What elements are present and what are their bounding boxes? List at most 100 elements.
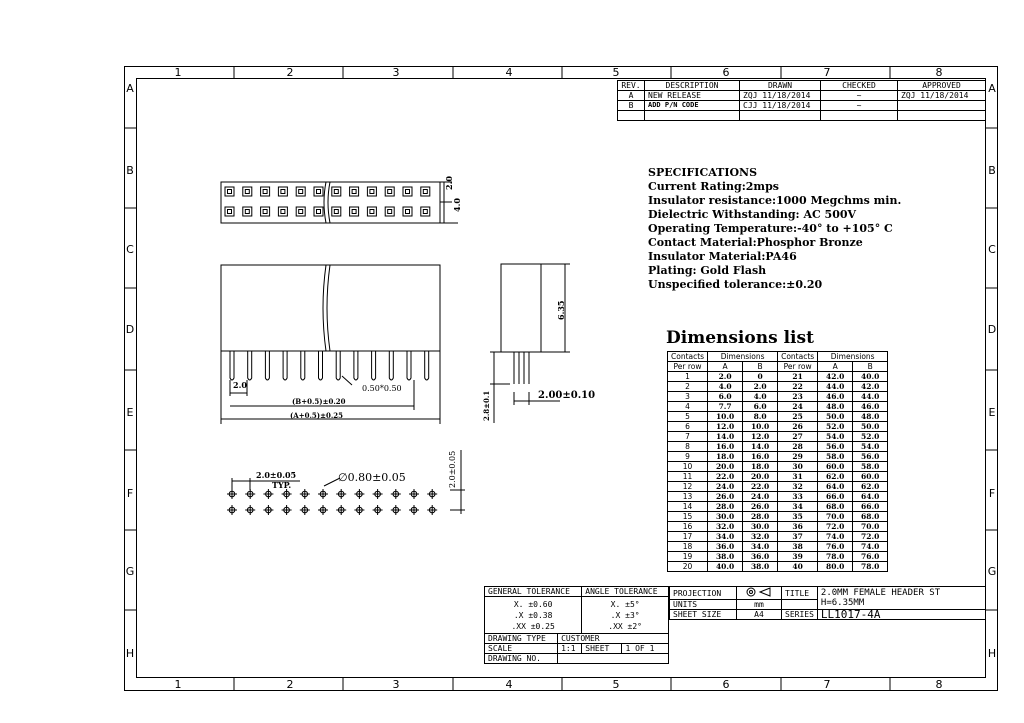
zone-col-6: 6 [722, 66, 730, 79]
title-block: PROJECTION TITLE 2.0MM FEMALE HEADER ST … [669, 586, 987, 620]
pad-outline [242, 186, 253, 197]
pad-outline [384, 206, 395, 217]
dimensions-list-title: Dimensions list [666, 328, 814, 348]
top-pitch-label: 2.0 [444, 176, 454, 190]
side-view [490, 263, 570, 423]
spec-line: Dielectric Withstanding: AC 500V [648, 208, 857, 221]
zone-row-a: A [126, 82, 134, 95]
series-label: SERIES [781, 609, 818, 620]
pad-outline [420, 186, 431, 197]
pad-contact [405, 189, 410, 194]
hole-pitch-label: 2.0±0.05 [256, 470, 297, 480]
pad-contact [316, 189, 321, 194]
units-value: mm [736, 599, 782, 610]
title-value: 2.0MM FEMALE HEADER ST H=6.35MM [816, 586, 987, 610]
pin-length-label: 2.8±0.1 [482, 390, 491, 421]
scale-label: SCALE [483, 643, 559, 654]
pad-outline [295, 206, 306, 217]
specifications-block: SPECIFICATIONS Current Rating:2mps Insul… [648, 166, 948, 292]
dim-a-label: (A+0.5)±0.25 [290, 411, 344, 420]
pad-outline [260, 186, 271, 197]
zone-row-e-right: E [988, 406, 996, 419]
revision-row-empty [617, 110, 986, 121]
pin [371, 351, 377, 381]
pad-outline [313, 186, 324, 197]
pad-contact [422, 209, 428, 214]
pin [264, 351, 270, 381]
projection-label: PROJECTION [669, 586, 737, 600]
zone-col-5: 5 [612, 66, 620, 79]
drawing-no-label: DRAWING NO. [483, 653, 559, 664]
pad-outline [277, 186, 288, 197]
front-pins [229, 351, 430, 381]
series-value: LL1017-4A [816, 609, 987, 620]
pad-outline [224, 186, 235, 197]
pad-contact [333, 189, 339, 194]
zone-col-4-bottom: 4 [505, 678, 513, 691]
revision-header-row: REV. DESCRIPTION DRAWN CHECKED APPROVED [617, 80, 986, 91]
pin [282, 351, 288, 381]
pad-outline [224, 206, 235, 217]
hole-row-spacing-label: 2.0±0.05 [448, 450, 457, 488]
pad-contact [333, 209, 339, 214]
pad-outline [366, 186, 377, 197]
zone-col-3: 3 [392, 66, 400, 79]
sheet-size-label: SHEET SIZE [669, 609, 737, 620]
pin [388, 351, 394, 381]
drawing-type-label: DRAWING TYPE [483, 633, 559, 644]
zone-row-h: H [125, 647, 135, 660]
zone-col-5-bottom: 5 [612, 678, 620, 691]
zone-col-1: 1 [174, 66, 182, 79]
pin [229, 351, 235, 381]
pad-outline [402, 206, 413, 217]
dim-b-label: (B+0.5)±0.20 [292, 397, 346, 406]
zone-col-7: 7 [823, 66, 831, 79]
units-label: UNITS [669, 599, 737, 610]
zone-col-8: 8 [935, 66, 943, 79]
spec-line: Plating: Gold Flash [648, 264, 767, 277]
zone-col-4: 4 [505, 66, 513, 79]
dimensions-table: Contacts Dimensions Contacts Dimensions … [666, 351, 889, 572]
top-view-pads [224, 186, 431, 217]
zone-col-6-bottom: 6 [722, 678, 730, 691]
title-line-2: H=6.35MM [820, 598, 865, 608]
zone-col-2: 2 [286, 66, 294, 79]
zone-row-g: G [125, 565, 135, 578]
pad-contact [387, 209, 393, 214]
pin [300, 351, 306, 381]
zone-col-1-bottom: 1 [174, 678, 182, 691]
general-tolerance-header: GENERAL TOLERANCE [483, 586, 583, 597]
zone-row-b: B [126, 164, 134, 177]
pad-contact [244, 209, 250, 214]
top-view [220, 181, 458, 224]
pad-outline [331, 186, 342, 197]
zone-col-3-bottom: 3 [392, 678, 400, 691]
scale-value: 1:1 [557, 643, 583, 654]
pad-outline [349, 206, 360, 217]
zone-col-8-bottom: 8 [935, 678, 943, 691]
sheet-size-value: A4 [736, 609, 782, 620]
zone-row-d: D [125, 323, 135, 336]
drawing-type-value: CUSTOMER [557, 633, 669, 644]
drawing-frame-inner [136, 78, 986, 678]
zone-row-e: E [126, 406, 134, 419]
zone-col-2-bottom: 2 [286, 678, 294, 691]
pin [318, 351, 323, 381]
pin [335, 351, 341, 381]
spec-line: Insulator Material:PA46 [648, 250, 797, 263]
title-label: TITLE [781, 586, 818, 600]
pad-outline [349, 186, 360, 197]
pad-contact [351, 189, 357, 194]
front-view [220, 264, 441, 352]
pcb-holes [227, 489, 438, 515]
angle-tolerance-header: ANGLE TOLERANCE [581, 586, 669, 597]
zone-row-f-right: F [988, 487, 996, 500]
pad-contact [298, 189, 304, 194]
zone-row-b-right: B [988, 164, 996, 177]
